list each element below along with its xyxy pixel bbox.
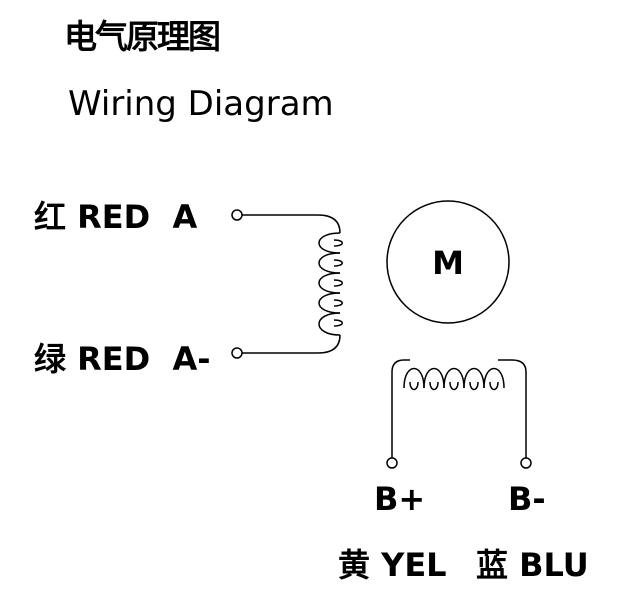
terminal-a-label: 红 RED A [34, 198, 198, 236]
terminal-a-minus-dot [231, 347, 243, 359]
terminal-b-plus-label: B+ [374, 480, 426, 518]
wire-yel-label: 黄 YEL [338, 546, 447, 584]
terminal-a-minus-label: 绿 RED A- [34, 340, 211, 378]
coil-a-winding [318, 232, 343, 336]
terminal-b-minus-dot [520, 457, 532, 469]
coil-b-winding [391, 359, 527, 391]
terminal-b-plus-dot [386, 457, 398, 469]
motor-label: M [432, 244, 464, 282]
title-english: Wiring Diagram [68, 84, 334, 124]
coil-a-top-wire [242, 214, 341, 234]
wire-blu-label: 蓝 BLU [476, 546, 589, 584]
motor-circle [386, 200, 510, 324]
title-chinese: 电气原理图 [64, 17, 221, 56]
terminal-a-dot [231, 209, 243, 221]
terminal-b-minus-label: B- [508, 480, 546, 518]
coil-a-bottom-wire [242, 334, 341, 354]
